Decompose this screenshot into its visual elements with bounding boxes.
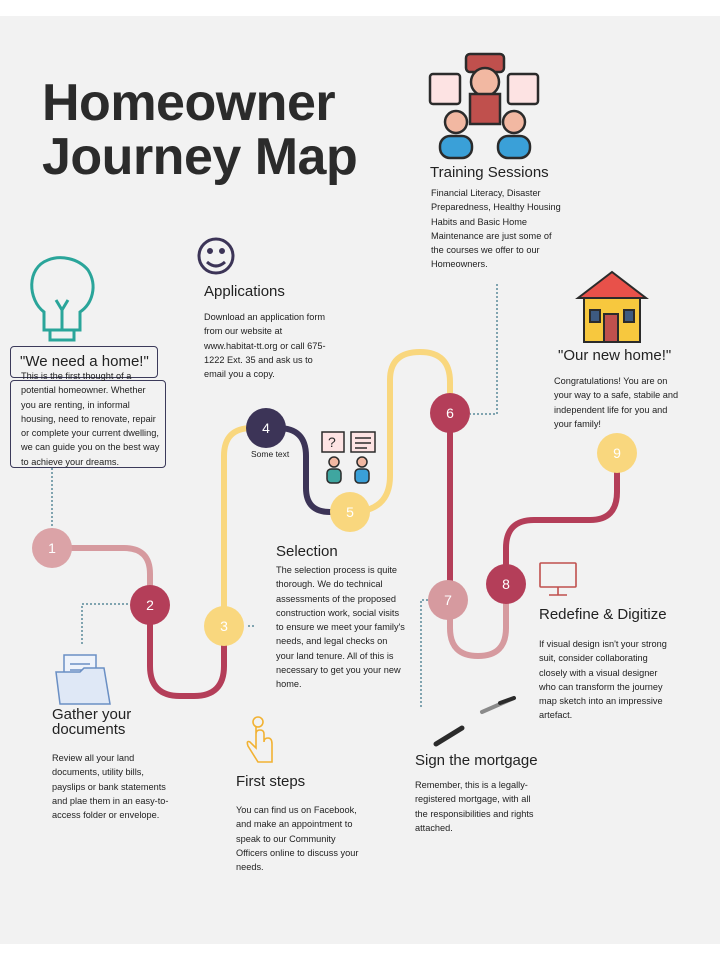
gather-heading-line-1: Gather your bbox=[52, 706, 132, 723]
need-home-quote-box bbox=[10, 346, 158, 378]
node-5-label: 5 bbox=[346, 504, 354, 520]
hand-pointer-icon bbox=[246, 716, 273, 763]
first-steps-heading: First steps bbox=[236, 773, 306, 790]
smiley-icon bbox=[197, 237, 235, 275]
path-segment-1-2 bbox=[49, 545, 153, 608]
connector-2 bbox=[81, 603, 130, 644]
node-8-label: 8 bbox=[502, 576, 510, 592]
need-home-text-box bbox=[10, 380, 166, 468]
selection-heading: Selection bbox=[276, 543, 338, 560]
training-heading: Training Sessions bbox=[430, 164, 549, 181]
mortgage-heading: Sign the mortgage bbox=[415, 752, 538, 769]
new-home-text: Congratulations! You are on your way to … bbox=[554, 376, 679, 429]
gather-heading-line-2: documents bbox=[52, 721, 126, 738]
gather-text: Review all your land documents, utility … bbox=[52, 753, 169, 821]
page-title: Homeowner Journey Map bbox=[42, 74, 358, 186]
redefine-heading: Redefine & Digitize bbox=[539, 606, 667, 623]
lightbulb-icon bbox=[30, 256, 95, 342]
node-6-label: 6 bbox=[446, 405, 454, 421]
selection-text: The selection process is quite thorough.… bbox=[276, 565, 405, 690]
node-2: 2 bbox=[130, 585, 170, 625]
node-1-label: 1 bbox=[48, 540, 56, 556]
title-line-2: Journey Map bbox=[42, 128, 358, 186]
node-5: 5 bbox=[330, 492, 370, 532]
pen-icon bbox=[433, 696, 516, 747]
node-4-note: Some text bbox=[251, 449, 290, 459]
folder-icon bbox=[55, 654, 111, 705]
path-segment-7-8 bbox=[447, 581, 509, 660]
connector-7 bbox=[420, 599, 428, 707]
node-3: 3 bbox=[204, 606, 244, 646]
first-steps-text: You can find us on Facebook, and make an… bbox=[236, 805, 359, 873]
node-1: 1 bbox=[32, 528, 72, 568]
gather-heading: Gather your documents bbox=[52, 707, 131, 737]
mortgage-text: Remember, this is a legally-registered m… bbox=[415, 780, 534, 833]
question-people-icon: ? bbox=[321, 431, 376, 484]
node-7-label: 7 bbox=[444, 592, 452, 608]
applications-text: Download an application form from our we… bbox=[204, 312, 326, 380]
title-line-1: Homeowner bbox=[42, 74, 336, 132]
path-segment-5-6 bbox=[347, 348, 453, 515]
monitor-icon bbox=[539, 562, 577, 596]
node-9-label: 9 bbox=[613, 445, 621, 461]
node-7: 7 bbox=[428, 580, 468, 620]
path-segment-8-9 bbox=[503, 450, 620, 587]
path-segment-2-3 bbox=[147, 602, 227, 699]
need-home-quote: "We need a home!" bbox=[20, 353, 149, 370]
connector-6 bbox=[470, 284, 498, 415]
path-segment-4-5 bbox=[263, 425, 353, 515]
new-home-quote: "Our new home!" bbox=[558, 347, 672, 364]
training-group-icon bbox=[428, 52, 540, 160]
applications-heading: Applications bbox=[204, 283, 285, 300]
need-home-text: This is the first thought of a potential… bbox=[21, 371, 160, 467]
training-text: Financial Literacy, Disaster Preparednes… bbox=[431, 188, 561, 270]
node-9: 9 bbox=[597, 433, 637, 473]
node-3-label: 3 bbox=[220, 618, 228, 634]
node-4: 4 bbox=[246, 408, 286, 448]
svg-text:?: ? bbox=[328, 434, 336, 450]
node-8: 8 bbox=[486, 564, 526, 604]
node-6: 6 bbox=[430, 393, 470, 433]
house-icon bbox=[575, 270, 649, 343]
node-2-label: 2 bbox=[146, 597, 154, 613]
node-4-label: 4 bbox=[262, 420, 270, 436]
redefine-text: If visual design isn't your strong suit,… bbox=[539, 639, 667, 721]
